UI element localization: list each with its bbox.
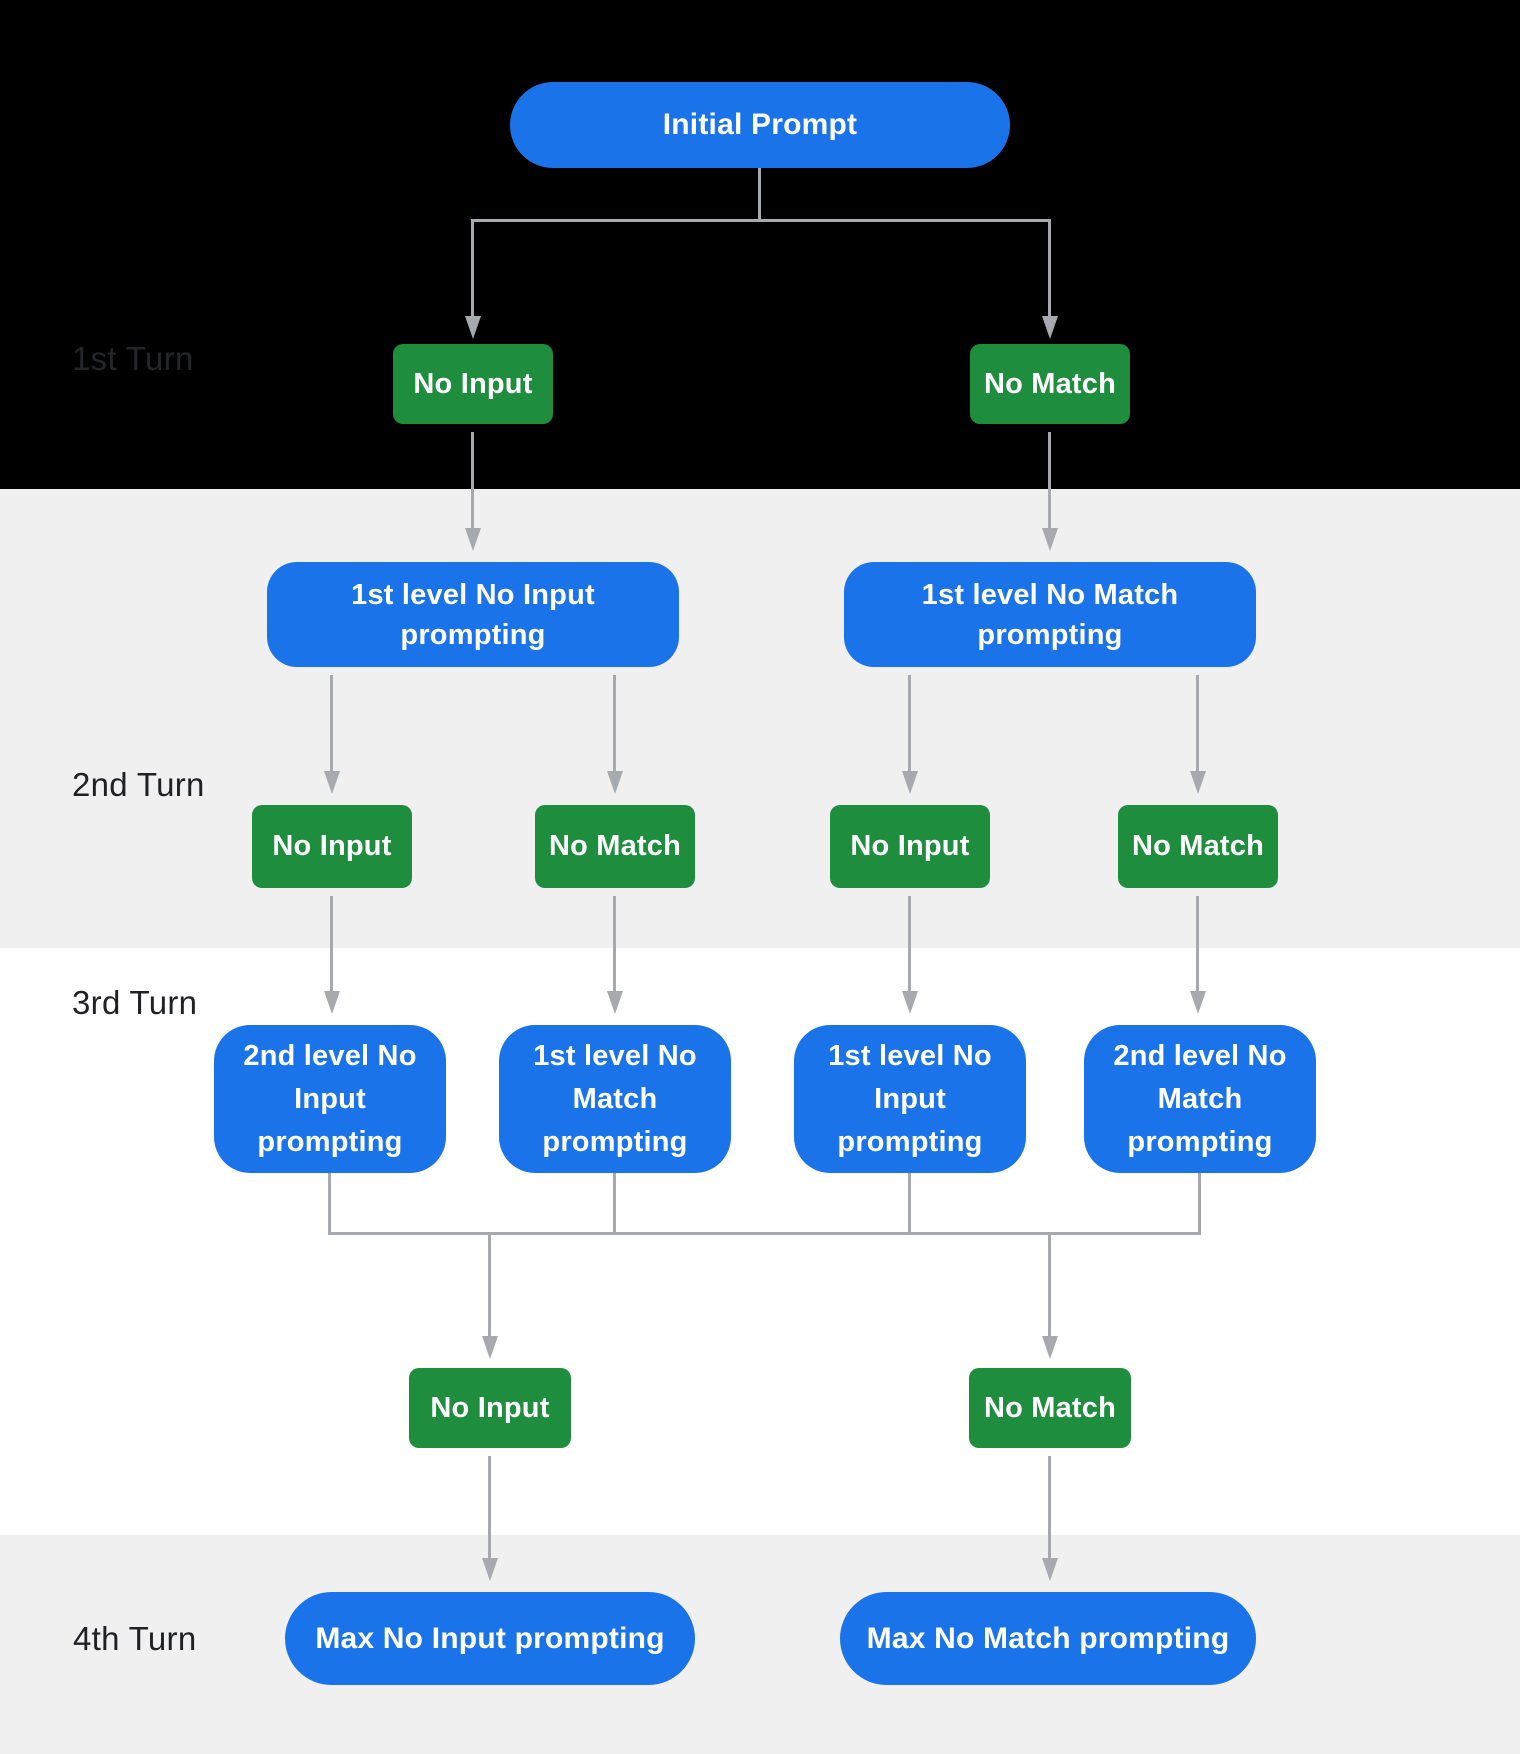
turn-label-2: 2nd Turn <box>72 766 205 803</box>
connector-line <box>1048 219 1051 318</box>
node-level1b-no-input-prompting: 1st level No Input prompting <box>794 1025 1026 1173</box>
node-max-no-match-prompting: Max No Match prompting <box>840 1592 1256 1685</box>
arrowhead-icon <box>1042 1558 1058 1581</box>
band-turn4 <box>0 1535 1520 1754</box>
arrowhead-icon <box>482 1336 498 1359</box>
connector-line <box>473 219 1051 222</box>
turn-label-4: 4th Turn <box>73 1620 197 1657</box>
connector-line <box>613 1173 616 1235</box>
arrowhead-icon <box>1190 771 1206 794</box>
node-initial-prompt: Initial Prompt <box>510 82 1010 168</box>
merge-bar <box>328 1232 1201 1235</box>
arrowhead-icon <box>607 991 623 1014</box>
connector-line <box>1048 432 1051 530</box>
connector-line <box>908 896 911 993</box>
arrowhead-icon <box>324 991 340 1014</box>
arrowhead-icon <box>465 528 481 551</box>
connector-line <box>1196 896 1199 993</box>
connector-line <box>330 896 333 993</box>
connector-line <box>613 896 616 993</box>
band-turn1 <box>0 0 1520 489</box>
node-turn2-no-input-1: No Input <box>252 805 412 888</box>
connector-line <box>488 1456 491 1560</box>
connector-line <box>1196 675 1199 773</box>
node-level1-no-match-prompting: 1st level No Match prompting <box>844 562 1256 667</box>
node-level2-no-input-prompting: 2nd level No Input prompting <box>214 1025 446 1173</box>
arrowhead-icon <box>1042 528 1058 551</box>
node-turn3-no-input: No Input <box>409 1368 571 1448</box>
node-turn1-no-match: No Match <box>970 344 1130 424</box>
node-turn1-no-input: No Input <box>393 344 553 424</box>
node-level1b-no-match-prompting: 1st level No Match prompting <box>499 1025 731 1173</box>
node-turn2-no-match-2: No Match <box>1118 805 1278 888</box>
turn-label-3: 3rd Turn <box>72 984 198 1021</box>
arrowhead-icon <box>607 771 623 794</box>
connector-line <box>1048 1232 1051 1338</box>
node-max-no-input-prompting: Max No Input prompting <box>285 1592 695 1685</box>
node-turn2-no-match-1: No Match <box>535 805 695 888</box>
connector-line <box>613 675 616 773</box>
arrowhead-icon <box>1190 991 1206 1014</box>
connector-line <box>471 432 474 530</box>
connector-line <box>908 675 911 773</box>
connector-line <box>330 675 333 773</box>
arrowhead-icon <box>1042 1336 1058 1359</box>
connector-line <box>488 1232 491 1338</box>
node-level1-no-input-prompting: 1st level No Input prompting <box>267 562 679 667</box>
band-turn2 <box>0 489 1520 948</box>
connector-line <box>758 168 761 222</box>
node-level2-no-match-prompting: 2nd level No Match prompting <box>1084 1025 1316 1173</box>
arrowhead-icon <box>1042 316 1058 339</box>
arrowhead-icon <box>482 1558 498 1581</box>
arrowhead-icon <box>902 771 918 794</box>
connector-line <box>1048 1456 1051 1560</box>
connector-line <box>471 219 474 318</box>
turn-label-1: 1st Turn <box>72 340 194 377</box>
node-turn3-no-match: No Match <box>969 1368 1131 1448</box>
arrowhead-icon <box>465 316 481 339</box>
connector-line <box>908 1173 911 1235</box>
arrowhead-icon <box>324 771 340 794</box>
connector-line <box>328 1173 331 1235</box>
node-turn2-no-input-2: No Input <box>830 805 990 888</box>
arrowhead-icon <box>902 991 918 1014</box>
connector-line <box>1198 1173 1201 1235</box>
